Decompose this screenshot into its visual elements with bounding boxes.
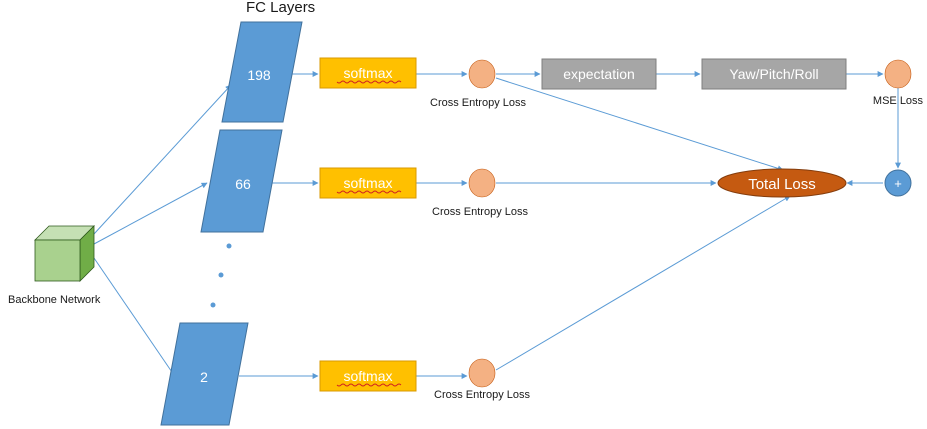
ce-loss-circle xyxy=(468,168,496,198)
angles-label: Yaw/Pitch/Roll xyxy=(729,66,818,82)
fc-layer-shape xyxy=(160,322,249,426)
expectation-box: expectation xyxy=(541,58,657,90)
ce-loss-node-1: Cross Entropy Loss xyxy=(430,59,526,109)
ce-loss-label: Cross Entropy Loss xyxy=(434,389,530,401)
fc-layer-198: 198 xyxy=(221,21,303,123)
spellcheck-squiggle xyxy=(336,190,402,194)
expectation-label: expectation xyxy=(563,66,635,82)
ce-loss-label: Cross Entropy Loss xyxy=(432,206,528,218)
edge-backbone-to-fc-66 xyxy=(93,182,208,245)
ce-loss-node-2: Cross Entropy Loss xyxy=(432,168,528,218)
fc-layer-label: 2 xyxy=(200,369,208,385)
mse-loss-circle xyxy=(884,59,912,89)
fc-layer-shape xyxy=(200,129,283,233)
mse-loss-node: MSE Loss xyxy=(873,59,924,107)
fc-layer-label: 198 xyxy=(247,67,271,83)
spellcheck-squiggle xyxy=(336,80,402,84)
ce-loss-circle xyxy=(468,59,496,89)
angles-box: Yaw/Pitch/Roll xyxy=(701,58,847,90)
softmax-label: softmax xyxy=(343,175,392,191)
ellipsis-dots xyxy=(210,243,232,308)
total-loss-label: Total Loss xyxy=(748,176,816,193)
expectation-rect xyxy=(541,58,657,90)
backbone-label: Backbone Network xyxy=(8,294,101,306)
edge-ce3-to-total xyxy=(495,195,791,371)
fc-layers-title: FC Layers xyxy=(246,0,315,16)
ellipsis-dot xyxy=(226,243,232,249)
plus-label: + xyxy=(894,176,902,191)
fc-layer-2: 2 xyxy=(160,322,249,426)
fc-layer-label: 66 xyxy=(235,176,251,192)
fc-layer-shape xyxy=(221,21,303,123)
plus-node: + xyxy=(884,169,912,197)
softmax-rect xyxy=(319,57,417,89)
angles-rect xyxy=(701,58,847,90)
ellipsis-dot xyxy=(210,302,216,308)
softmax-box-3: softmax xyxy=(319,360,417,392)
mse-loss-label: MSE Loss xyxy=(873,95,924,107)
ce-loss-label: Cross Entropy Loss xyxy=(430,97,526,109)
ce-loss-circle xyxy=(468,358,496,388)
softmax-label: softmax xyxy=(343,368,392,384)
ellipsis-dot xyxy=(218,272,224,278)
total-loss-ellipse xyxy=(717,168,847,198)
ce-loss-node-3: Cross Entropy Loss xyxy=(434,358,530,401)
softmax-box-2: softmax xyxy=(319,167,417,199)
edge-backbone-to-fc-198 xyxy=(93,84,232,235)
edge-ce1-to-total xyxy=(495,77,784,172)
softmax-box-1: softmax xyxy=(319,57,417,89)
fc-layer-66: 66 xyxy=(200,129,283,233)
edges xyxy=(93,71,901,379)
spellcheck-squiggle xyxy=(336,383,402,387)
edge-backbone-to-fc-2 xyxy=(93,257,177,379)
softmax-rect xyxy=(319,360,417,392)
cube-front-face xyxy=(34,239,81,282)
total-loss-node: Total Loss xyxy=(717,168,847,198)
softmax-rect xyxy=(319,167,417,199)
backbone-cube xyxy=(34,225,95,282)
plus-circle xyxy=(884,169,912,197)
softmax-label: softmax xyxy=(343,65,392,81)
